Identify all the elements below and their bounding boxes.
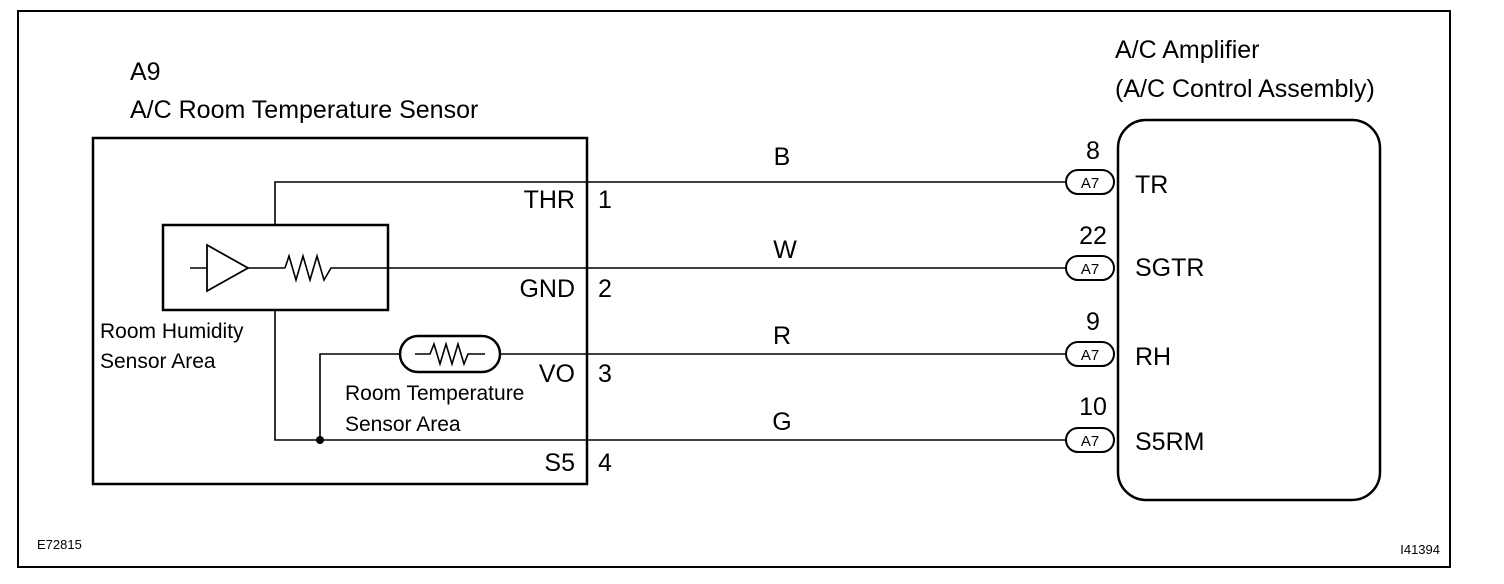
figure-code-left: E72815	[37, 537, 82, 552]
humidity-resistor-icon	[284, 253, 388, 283]
temp-area-label-line1: Room Temperature	[345, 382, 524, 405]
sensor-box	[91, 136, 589, 486]
connector-a7-s5rm: A7	[1065, 427, 1115, 453]
amplifier-triangle-icon	[190, 243, 285, 293]
pin-number-4: 4	[598, 449, 612, 477]
amplifier-title-line2: (A/C Control Assembly)	[1115, 75, 1375, 103]
terminal-name-s5rm: S5RM	[1135, 428, 1204, 456]
pin-name-s5: S5	[544, 449, 575, 477]
terminal-name-rh: RH	[1135, 343, 1171, 371]
connector-a7-sgtr: A7	[1065, 255, 1115, 281]
terminal-name-sgtr: SGTR	[1135, 254, 1204, 282]
vo-internal-wire	[319, 353, 400, 440]
terminal-pin-22: 22	[1079, 222, 1107, 250]
pin-name-vo: VO	[539, 360, 575, 388]
thr-internal-wire	[274, 181, 587, 225]
wire-color-r: R	[773, 322, 791, 350]
connector-label: A7	[1081, 347, 1099, 364]
junction-dot	[316, 436, 324, 444]
sensor-name: A/C Room Temperature Sensor	[130, 96, 478, 124]
connector-a7-rh: A7	[1065, 341, 1115, 367]
connector-label: A7	[1081, 261, 1099, 278]
pin-name-gnd: GND	[519, 275, 575, 303]
diagram-frame	[17, 10, 1451, 568]
humidity-area-label-line2: Sensor Area	[100, 350, 216, 373]
terminal-pin-8: 8	[1086, 137, 1100, 165]
pin-number-3: 3	[598, 360, 612, 388]
terminal-name-tr: TR	[1135, 171, 1168, 199]
thermistor-icon	[398, 334, 502, 374]
pin-number-1: 1	[598, 186, 612, 214]
connector-label: A7	[1081, 175, 1099, 192]
amplifier-box	[1116, 118, 1382, 502]
pin-name-thr: THR	[524, 186, 575, 214]
connector-a7-tr: A7	[1065, 169, 1115, 195]
terminal-pin-9: 9	[1086, 308, 1100, 336]
amplifier-title-line1: A/C Amplifier	[1115, 36, 1259, 64]
terminal-pin-10: 10	[1079, 393, 1107, 421]
figure-code-right: I41394	[1400, 542, 1440, 557]
sensor-code: A9	[130, 58, 161, 86]
wire-color-g: G	[772, 408, 791, 436]
humidity-area-label-line1: Room Humidity	[100, 320, 244, 343]
s5-internal-wire	[274, 310, 587, 441]
pin-number-2: 2	[598, 275, 612, 303]
temp-area-label-line2: Sensor Area	[345, 413, 461, 436]
wire-color-w: W	[773, 236, 797, 264]
wire-color-b: B	[774, 143, 791, 171]
connector-label: A7	[1081, 433, 1099, 450]
